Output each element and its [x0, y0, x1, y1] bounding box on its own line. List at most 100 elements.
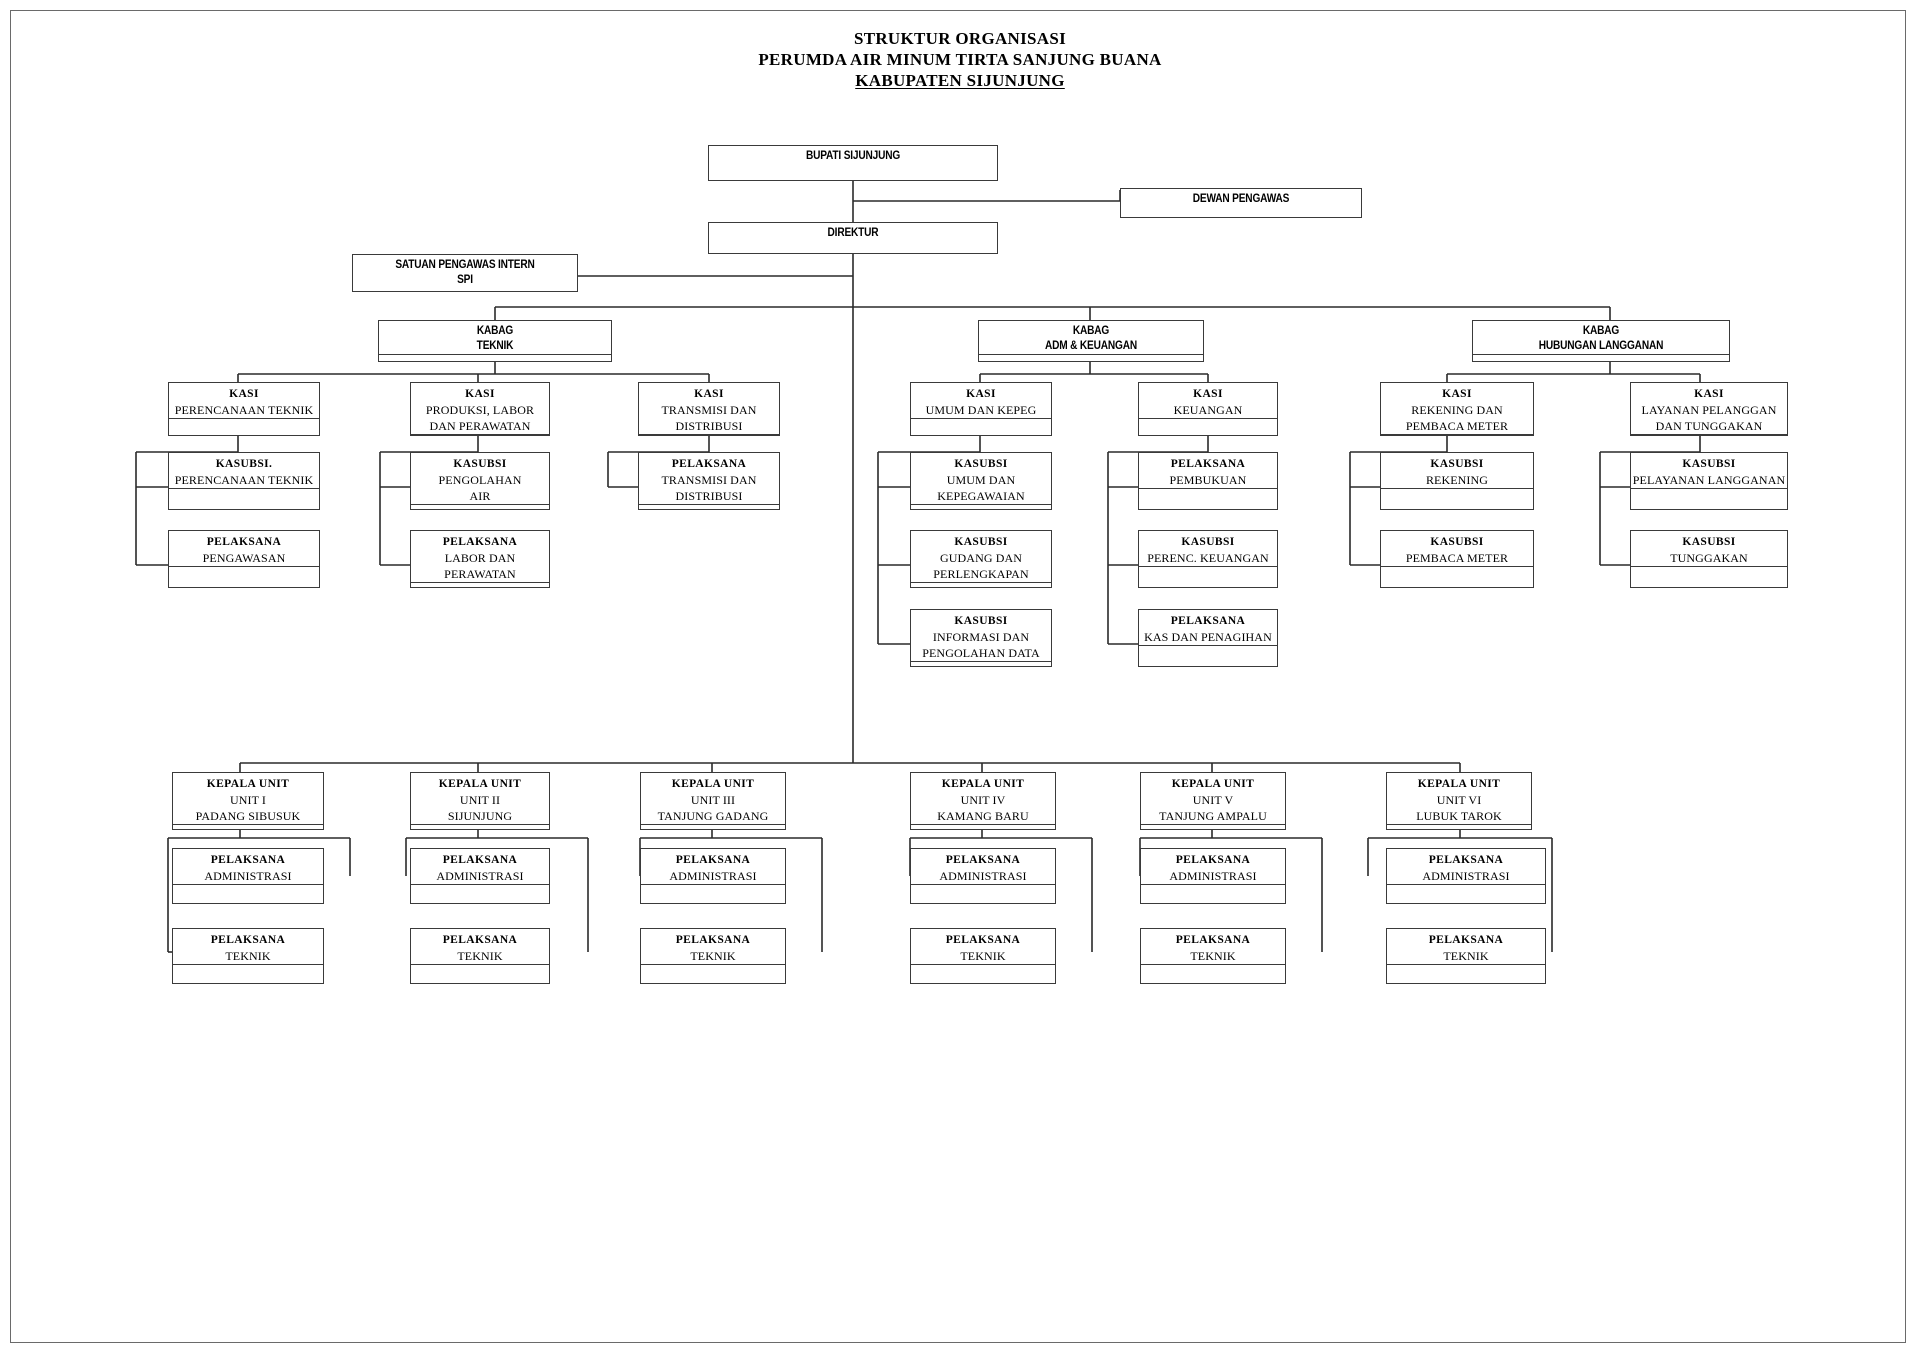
- node-kepala-unit-2-line-1: KEPALA UNIT: [438, 778, 522, 790]
- node-kasi-rekening-pembaca-meter[interactable]: KASI REKENING DAN PEMBACA METER: [1380, 382, 1534, 436]
- node-unit-3-pelaksana-administrasi[interactable]: PELAKSANA ADMINISTRASI: [640, 848, 786, 904]
- node-pelaksana-kas-penagihan-line-1: PELAKSANA: [1170, 615, 1246, 627]
- node-bupati[interactable]: BUPATI SIJUNJUNG: [708, 145, 998, 181]
- node-kasi-produksi-labor[interactable]: KASI PRODUKSI, LABOR DAN PERAWATAN: [410, 382, 550, 436]
- node-kasubsi-informasi-pengolahan-data[interactable]: KASUBSI INFORMASI DAN PENGOLAHAN DATA: [910, 609, 1052, 667]
- node-kasi-layanan-pelanggan[interactable]: KASI LAYANAN PELANGGAN DAN TUNGGAKAN: [1630, 382, 1788, 436]
- node-kasubsi-perencanaan-teknik[interactable]: KASUBSI. PERENCANAAN TEKNIK: [168, 452, 320, 510]
- node-kabag-teknik-foot: [379, 354, 611, 375]
- node-pelaksana-pembukuan[interactable]: PELAKSANA PEMBUKUAN: [1138, 452, 1278, 510]
- node-unit-4-pelaksana-teknik[interactable]: PELAKSANA TEKNIK: [910, 928, 1056, 984]
- node-kabag-adm-keuangan-line-1: KABAG: [1072, 325, 1110, 337]
- node-kasi-transmisi-distribusi[interactable]: KASI TRANSMISI DAN DISTRIBUSI: [638, 382, 780, 436]
- node-kasubsi-informasi-pengolahan-data-line-2: INFORMASI DAN: [932, 630, 1030, 644]
- node-kepala-unit-6[interactable]: KEPALA UNIT UNIT VI LUBUK TAROK: [1386, 772, 1532, 830]
- node-unit-3-pelaksana-teknik[interactable]: PELAKSANA TEKNIK: [640, 928, 786, 984]
- node-kepala-unit-4[interactable]: KEPALA UNIT UNIT IV KAMANG BARU: [910, 772, 1056, 830]
- node-kasubsi-perenc-keuangan-foot: [1139, 566, 1277, 587]
- node-kasi-umum-kepeg-line-1: KASI: [966, 388, 996, 400]
- node-kasubsi-pengolahan-air[interactable]: KASUBSI PENGOLAHAN AIR: [410, 452, 550, 510]
- node-kepala-unit-4-foot: [911, 824, 1055, 845]
- node-unit-1-pelaksana-teknik-head: PELAKSANA TEKNIK: [173, 929, 323, 964]
- node-unit-5-pelaksana-administrasi-line-2: ADMINISTRASI: [1169, 869, 1257, 883]
- node-kasubsi-umum-kepegawaian[interactable]: KASUBSI UMUM DAN KEPEGAWAIAN: [910, 452, 1052, 510]
- node-kasubsi-pelayanan-langganan-foot: [1631, 488, 1787, 509]
- title-line-1: STRUKTUR ORGANISASI: [853, 29, 1067, 48]
- node-pelaksana-pengawasan-line-1: PELAKSANA: [206, 536, 282, 548]
- node-dewan-pengawas[interactable]: DEWAN PENGAWAS: [1120, 188, 1362, 218]
- node-kasi-layanan-pelanggan-line-2: LAYANAN PELANGGAN: [1641, 403, 1777, 417]
- node-direktur[interactable]: DIREKTUR: [708, 222, 998, 254]
- title-line-3: KABUPATEN SIJUNJUNG: [855, 71, 1065, 90]
- node-unit-3-pelaksana-administrasi-line-2: ADMINISTRASI: [669, 869, 757, 883]
- node-unit-4-pelaksana-administrasi[interactable]: PELAKSANA ADMINISTRASI: [910, 848, 1056, 904]
- node-kepala-unit-1-line-3: PADANG SIBUSUK: [195, 809, 301, 823]
- node-kasi-keuangan[interactable]: KASI KEUANGAN: [1138, 382, 1278, 436]
- node-kasubsi-umum-kepegawaian-line-1: KASUBSI: [954, 458, 1008, 470]
- node-kasubsi-perenc-keuangan-line-2: PERENC. KEUANGAN: [1147, 551, 1269, 565]
- node-unit-4-pelaksana-teknik-foot: [911, 964, 1055, 985]
- node-unit-6-pelaksana-administrasi-line-1: PELAKSANA: [1428, 854, 1504, 866]
- node-unit-2-pelaksana-teknik[interactable]: PELAKSANA TEKNIK: [410, 928, 550, 984]
- node-spi[interactable]: SATUAN PENGAWAS INTERN SPI: [352, 254, 578, 292]
- node-kepala-unit-1[interactable]: KEPALA UNIT UNIT I PADANG SIBUSUK: [172, 772, 324, 830]
- node-kasubsi-tunggakan-foot: [1631, 566, 1787, 587]
- node-unit-2-pelaksana-administrasi[interactable]: PELAKSANA ADMINISTRASI: [410, 848, 550, 904]
- node-kasi-keuangan-line-2: KEUANGAN: [1173, 403, 1243, 417]
- node-kasubsi-pembaca-meter[interactable]: KASUBSI PEMBACA METER: [1380, 530, 1534, 588]
- node-kasubsi-tunggakan-head: KASUBSI TUNGGAKAN: [1631, 531, 1787, 566]
- node-pelaksana-pembukuan-line-1: PELAKSANA: [1170, 458, 1246, 470]
- node-pelaksana-transmisi-distribusi[interactable]: PELAKSANA TRANSMISI DAN DISTRIBUSI: [638, 452, 780, 510]
- node-direktur-head: DIREKTUR: [709, 223, 997, 253]
- node-unit-3-pelaksana-administrasi-foot: [641, 884, 785, 905]
- node-kasubsi-perencanaan-teknik-foot: [169, 488, 319, 509]
- node-kasubsi-umum-kepegawaian-line-3: KEPEGAWAIAN: [937, 489, 1025, 503]
- node-kasi-umum-kepeg[interactable]: KASI UMUM DAN KEPEG: [910, 382, 1052, 436]
- node-kasubsi-pelayanan-langganan[interactable]: KASUBSI PELAYANAN LANGGANAN: [1630, 452, 1788, 510]
- node-kasubsi-informasi-pengolahan-data-line-3: PENGOLAHAN DATA: [922, 646, 1040, 660]
- node-unit-5-pelaksana-teknik[interactable]: PELAKSANA TEKNIK: [1140, 928, 1286, 984]
- node-unit-5-pelaksana-teknik-line-1: PELAKSANA: [1175, 934, 1251, 946]
- node-pelaksana-pembukuan-foot: [1139, 488, 1277, 509]
- node-kasubsi-rekening[interactable]: KASUBSI REKENING: [1380, 452, 1534, 510]
- node-unit-6-pelaksana-administrasi-head: PELAKSANA ADMINISTRASI: [1387, 849, 1545, 884]
- node-pelaksana-pengawasan[interactable]: PELAKSANA PENGAWASAN: [168, 530, 320, 588]
- node-pelaksana-labor-perawatan-line-3: PERAWATAN: [444, 567, 516, 581]
- node-kabag-adm-keuangan[interactable]: KABAG ADM & KEUANGAN: [978, 320, 1204, 362]
- node-unit-6-pelaksana-administrasi[interactable]: PELAKSANA ADMINISTRASI: [1386, 848, 1546, 904]
- node-kepala-unit-6-line-3: LUBUK TAROK: [1416, 809, 1502, 823]
- node-unit-2-pelaksana-teknik-head: PELAKSANA TEKNIK: [411, 929, 549, 964]
- node-kasi-perencanaan-teknik-line-2: PERENCANAAN TEKNIK: [174, 403, 314, 417]
- node-kasubsi-rekening-line-2: REKENING: [1425, 473, 1489, 487]
- node-pelaksana-kas-penagihan[interactable]: PELAKSANA KAS DAN PENAGIHAN: [1138, 609, 1278, 667]
- node-kepala-unit-2[interactable]: KEPALA UNIT UNIT II SIJUNJUNG: [410, 772, 550, 830]
- node-kasi-perencanaan-teknik-line-1: KASI: [229, 388, 259, 400]
- node-kabag-teknik-head: KABAG TEKNIK: [379, 321, 611, 354]
- node-pelaksana-labor-perawatan[interactable]: PELAKSANA LABOR DAN PERAWATAN: [410, 530, 550, 588]
- node-kasubsi-tunggakan[interactable]: KASUBSI TUNGGAKAN: [1630, 530, 1788, 588]
- node-unit-6-pelaksana-teknik-head: PELAKSANA TEKNIK: [1387, 929, 1545, 964]
- node-kasi-produksi-labor-foot: [411, 434, 549, 455]
- node-kepala-unit-4-head: KEPALA UNIT UNIT IV KAMANG BARU: [911, 773, 1055, 824]
- node-kepala-unit-3[interactable]: KEPALA UNIT UNIT III TANJUNG GADANG: [640, 772, 786, 830]
- node-kepala-unit-5[interactable]: KEPALA UNIT UNIT V TANJUNG AMPALU: [1140, 772, 1286, 830]
- node-unit-6-pelaksana-teknik[interactable]: PELAKSANA TEKNIK: [1386, 928, 1546, 984]
- node-kasubsi-pengolahan-air-head: KASUBSI PENGOLAHAN AIR: [411, 453, 549, 504]
- node-kabag-adm-keuangan-line-2: ADM & KEUANGAN: [1045, 340, 1137, 352]
- node-kepala-unit-4-line-2: UNIT IV: [960, 793, 1006, 807]
- node-pelaksana-transmisi-distribusi-head: PELAKSANA TRANSMISI DAN DISTRIBUSI: [639, 453, 779, 504]
- node-kasi-perencanaan-teknik[interactable]: KASI PERENCANAAN TEKNIK: [168, 382, 320, 436]
- node-unit-1-pelaksana-administrasi[interactable]: PELAKSANA ADMINISTRASI: [172, 848, 324, 904]
- node-kasubsi-gudang-perlengkapan[interactable]: KASUBSI GUDANG DAN PERLENGKAPAN: [910, 530, 1052, 588]
- node-kabag-teknik[interactable]: KABAG TEKNIK: [378, 320, 612, 362]
- node-unit-4-pelaksana-teknik-head: PELAKSANA TEKNIK: [911, 929, 1055, 964]
- node-kasubsi-perenc-keuangan[interactable]: KASUBSI PERENC. KEUANGAN: [1138, 530, 1278, 588]
- node-kasi-keuangan-foot: [1139, 418, 1277, 439]
- node-unit-5-pelaksana-administrasi[interactable]: PELAKSANA ADMINISTRASI: [1140, 848, 1286, 904]
- node-kasi-rekening-pembaca-meter-head: KASI REKENING DAN PEMBACA METER: [1381, 383, 1533, 434]
- node-pelaksana-kas-penagihan-foot: [1139, 645, 1277, 666]
- node-kasubsi-rekening-line-1: KASUBSI: [1430, 458, 1484, 470]
- node-kabag-hubungan-langganan[interactable]: KABAG HUBUNGAN LANGGANAN: [1472, 320, 1730, 362]
- node-kasubsi-gudang-perlengkapan-line-2: GUDANG DAN: [940, 551, 1022, 565]
- node-unit-1-pelaksana-teknik[interactable]: PELAKSANA TEKNIK: [172, 928, 324, 984]
